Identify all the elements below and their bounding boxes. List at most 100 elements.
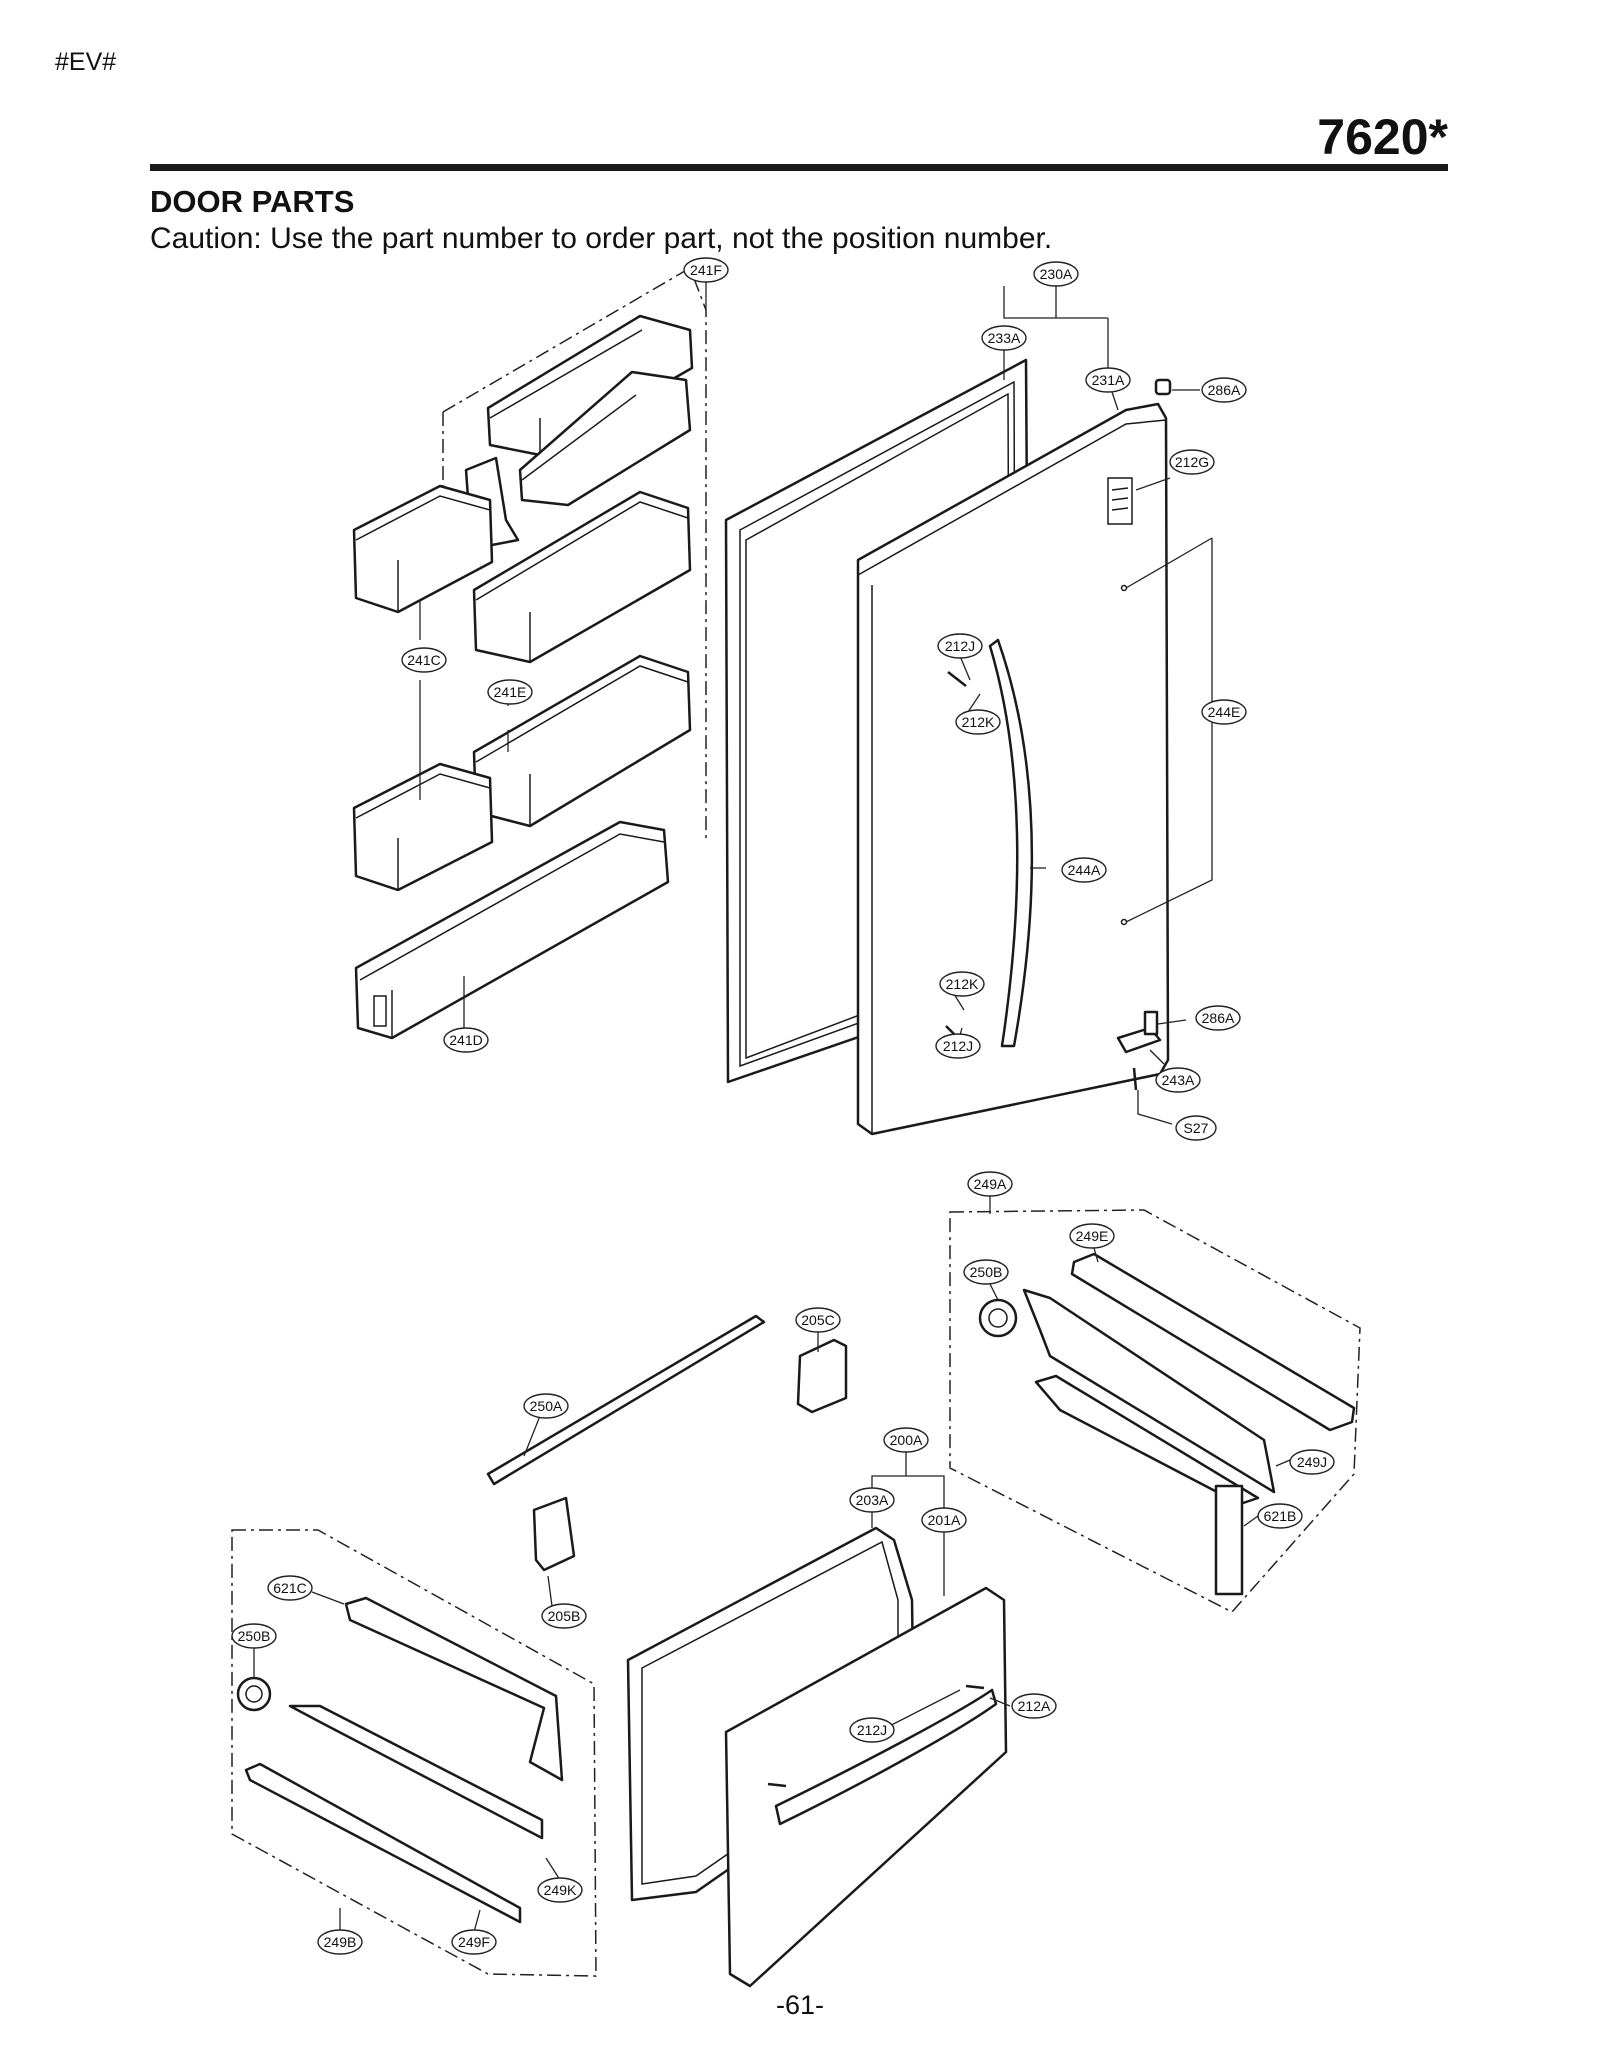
gear-250B-left xyxy=(236,1676,272,1712)
svg-text:244E: 244E xyxy=(1208,704,1241,720)
bin-241C-lower xyxy=(352,762,494,892)
drawer-front-201A xyxy=(724,1586,1008,1988)
label-241F: 241F xyxy=(683,257,729,283)
label-621C: 621C xyxy=(267,1575,313,1601)
label-250A: 250A xyxy=(523,1393,569,1419)
page-title: DOOR PARTS xyxy=(150,184,355,219)
label-286A-bottom: 286A xyxy=(1195,1005,1241,1031)
drawer-handle-212A xyxy=(774,1688,998,1826)
label-212J-drawer: 212J xyxy=(849,1717,895,1743)
label-249J: 249J xyxy=(1289,1449,1335,1475)
svg-text:241D: 241D xyxy=(449,1032,482,1048)
label-286A-top: 286A xyxy=(1201,377,1247,403)
label-249A: 249A xyxy=(967,1171,1013,1197)
bin-241E-upper xyxy=(472,490,692,664)
svg-text:205B: 205B xyxy=(548,1608,581,1624)
svg-text:233A: 233A xyxy=(988,330,1021,346)
caution-note: Caution: Use the part number to order pa… xyxy=(150,222,1053,255)
svg-text:212J: 212J xyxy=(943,1038,973,1054)
door-panel-231A xyxy=(856,402,1170,1136)
label-249K: 249K xyxy=(537,1877,583,1903)
svg-text:203A: 203A xyxy=(856,1492,889,1508)
bin-241D xyxy=(354,820,670,1040)
svg-text:249E: 249E xyxy=(1076,1228,1109,1244)
label-212J-top: 212J xyxy=(937,633,983,659)
label-205B: 205B xyxy=(541,1603,587,1629)
label-203A: 203A xyxy=(849,1487,895,1513)
label-S27: S27 xyxy=(1175,1115,1217,1141)
rail-assembly-249A xyxy=(949,1209,1361,1613)
screw-212J-top xyxy=(947,671,967,687)
label-212K-bottom: 212K xyxy=(939,971,985,997)
label-212K-top: 212K xyxy=(955,709,1001,735)
label-212A: 212A xyxy=(1011,1693,1057,1719)
gear-250B-right xyxy=(978,1298,1018,1338)
label-249E: 249E xyxy=(1069,1223,1115,1249)
svg-text:286A: 286A xyxy=(1202,1010,1235,1026)
label-621B: 621B xyxy=(1257,1503,1303,1529)
label-201A: 201A xyxy=(921,1507,967,1533)
screw-212J-drawer-left xyxy=(767,1782,787,1788)
label-205C: 205C xyxy=(795,1307,841,1333)
bin-group-boundary xyxy=(442,266,707,840)
svg-text:241C: 241C xyxy=(407,652,440,668)
hinge-parts xyxy=(1116,378,1172,1091)
label-212G: 212G xyxy=(1169,449,1215,475)
svg-text:243A: 243A xyxy=(1162,1072,1195,1088)
freezer-drawer-200A xyxy=(626,1526,1008,1988)
screw-212J-drawer-right xyxy=(965,1684,985,1690)
bracket-621B xyxy=(1214,1484,1244,1596)
svg-text:249B: 249B xyxy=(324,1934,357,1950)
section-code: #EV# xyxy=(55,48,117,76)
svg-text:201A: 201A xyxy=(928,1512,961,1528)
rail-assembly-right-boundary xyxy=(949,1209,1361,1613)
label-250B-left: 250B xyxy=(231,1623,277,1649)
svg-text:250B: 250B xyxy=(238,1628,271,1644)
svg-text:249F: 249F xyxy=(458,1934,490,1950)
label-244A: 244A xyxy=(1061,857,1107,883)
svg-text:212G: 212G xyxy=(1175,454,1209,470)
label-243A: 243A xyxy=(1155,1067,1201,1093)
rail-249B-bar xyxy=(244,1762,522,1924)
svg-text:212A: 212A xyxy=(1018,1698,1051,1714)
label-241E: 241E xyxy=(487,679,533,705)
fresh-food-door-group xyxy=(724,358,1172,1136)
svg-text:212K: 212K xyxy=(962,714,995,730)
bin-241C-upper xyxy=(352,484,494,614)
screw-S27 xyxy=(1132,1067,1138,1091)
svg-text:205C: 205C xyxy=(801,1312,834,1328)
svg-text:S27: S27 xyxy=(1184,1120,1209,1136)
svg-text:250A: 250A xyxy=(530,1398,563,1414)
svg-text:621C: 621C xyxy=(273,1580,306,1596)
cover-205B xyxy=(532,1496,576,1572)
bracket-621C xyxy=(344,1596,564,1782)
door-handle-244A xyxy=(988,638,1034,1048)
logo-212G xyxy=(1107,477,1133,525)
svg-text:212J: 212J xyxy=(857,1722,887,1738)
label-233A: 233A xyxy=(981,325,1027,351)
cover-205C xyxy=(796,1338,848,1414)
svg-text:621B: 621B xyxy=(1264,1508,1297,1524)
label-249B: 249B xyxy=(317,1929,363,1955)
bracket-right-upper xyxy=(1022,1288,1276,1494)
svg-text:286A: 286A xyxy=(1208,382,1241,398)
rail-250A xyxy=(486,1314,766,1486)
header-rule xyxy=(150,164,1448,171)
rail-assembly-left-boundary xyxy=(231,1529,597,1977)
svg-text:241E: 241E xyxy=(494,684,527,700)
svg-text:244A: 244A xyxy=(1068,862,1101,878)
label-241D: 241D xyxy=(443,1027,489,1053)
label-231A: 231A xyxy=(1085,367,1131,393)
svg-text:241F: 241F xyxy=(690,262,722,278)
svg-text:250B: 250B xyxy=(970,1264,1003,1280)
rail-249E xyxy=(1070,1252,1356,1432)
model-number: 7620* xyxy=(1317,109,1448,165)
label-249F: 249F xyxy=(451,1929,497,1955)
svg-text:249K: 249K xyxy=(544,1882,577,1898)
svg-text:212J: 212J xyxy=(945,638,975,654)
svg-text:230A: 230A xyxy=(1040,266,1073,282)
hinge-pin-286A-bottom xyxy=(1143,1010,1159,1036)
page-number: -61- xyxy=(775,1990,824,2020)
label-244E: 244E xyxy=(1201,699,1247,725)
